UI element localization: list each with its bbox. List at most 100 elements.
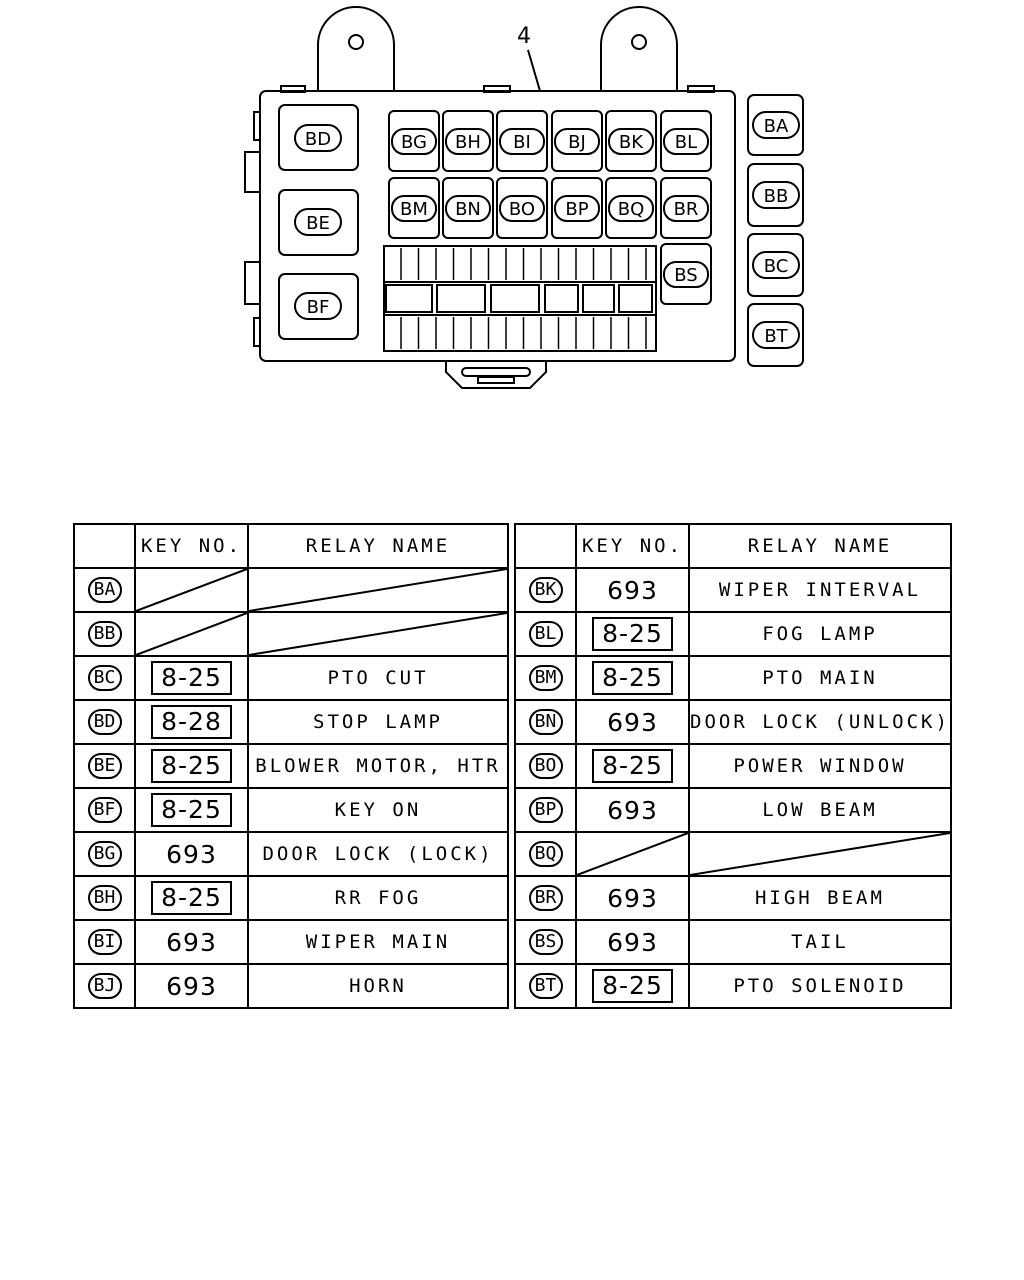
label-bs: BS	[674, 265, 697, 286]
key-no-cell: 8-25	[134, 875, 249, 921]
mounting-ear-right	[600, 6, 678, 91]
key-no: 693	[607, 927, 658, 957]
key-no: 693	[607, 883, 658, 913]
callout-number: 4	[517, 24, 531, 49]
label-bc: BC	[764, 256, 789, 277]
table-row: BM 8-25 PTO MAIN	[514, 655, 952, 701]
relay-name: HORN	[349, 975, 407, 997]
mounting-ear-left	[317, 6, 395, 91]
header-key-no: KEY NO.	[134, 523, 249, 569]
key-no: 8-25	[592, 661, 673, 695]
key-no: 8-25	[151, 749, 232, 783]
relay-code-cell: BC	[73, 655, 136, 701]
relay-code: BH	[87, 885, 122, 911]
key-no: 8-25	[151, 793, 232, 827]
relay-name-cell: HORN	[247, 963, 509, 1009]
key-no: 693	[607, 575, 658, 605]
relay-box-body	[259, 90, 736, 362]
relay-code-cell: BM	[514, 655, 577, 701]
relay-code-cell: BS	[514, 919, 577, 965]
relay-name-cell: FOG LAMP	[688, 611, 952, 657]
relay-code: BK	[528, 577, 563, 603]
empty-slot-diagonal	[136, 613, 247, 655]
key-no: 693	[607, 707, 658, 737]
fuse-block	[383, 245, 657, 352]
relay-name: BLOWER MOTOR, HTR	[255, 755, 501, 777]
relay-name: TAIL	[791, 931, 849, 953]
relay-code-cell: BA	[73, 567, 136, 613]
relay-code-cell: BH	[73, 875, 136, 921]
key-no: 693	[166, 971, 217, 1001]
relay-name-cell: DOOR LOCK (LOCK)	[247, 831, 509, 877]
relay-code-cell: BG	[73, 831, 136, 877]
key-no-cell: 8-25	[575, 655, 690, 701]
table-row: BS 693 TAIL	[514, 919, 952, 965]
relay-name-cell	[247, 611, 509, 657]
key-no: 8-25	[592, 969, 673, 1003]
header-key-no: KEY NO.	[575, 523, 690, 569]
relay-code: BF	[87, 797, 122, 823]
label-bp: BP	[565, 199, 588, 220]
relay-code-cell: BR	[514, 875, 577, 921]
relay-name-cell: PTO MAIN	[688, 655, 952, 701]
relay-name: HIGH BEAM	[754, 887, 885, 909]
table-row: BB	[73, 611, 509, 657]
relay-code-cell: BN	[514, 699, 577, 745]
relay-code-cell: BK	[514, 567, 577, 613]
table-row: BE 8-25 BLOWER MOTOR, HTR	[73, 743, 509, 789]
header-relay-name: RELAY NAME	[247, 523, 509, 569]
relay-name-cell: POWER WINDOW	[688, 743, 952, 789]
relay-name-cell: BLOWER MOTOR, HTR	[247, 743, 509, 789]
relay-code-cell: BT	[514, 963, 577, 1009]
key-no: 8-25	[151, 881, 232, 915]
label-bb: BB	[764, 186, 789, 207]
table-row: BG 693 DOOR LOCK (LOCK)	[73, 831, 509, 877]
relay-name-cell: WIPER INTERVAL	[688, 567, 952, 613]
key-no-cell: 8-25	[575, 611, 690, 657]
relay-name: POWER WINDOW	[733, 755, 907, 777]
table-row: BQ	[514, 831, 952, 877]
key-no: 693	[607, 795, 658, 825]
label-bt: BT	[764, 326, 788, 347]
key-no-cell	[134, 611, 249, 657]
key-no-cell: 693	[575, 699, 690, 745]
key-no-cell: 8-25	[575, 963, 690, 1009]
header-code	[73, 523, 136, 569]
empty-slot-diagonal	[249, 613, 507, 655]
key-no-cell: 693	[134, 831, 249, 877]
relay-name-cell: STOP LAMP	[247, 699, 509, 745]
relay-code: BN	[528, 709, 563, 735]
table-row: BK 693 WIPER INTERVAL	[514, 567, 952, 613]
relay-code-cell: BP	[514, 787, 577, 833]
key-no: 8-25	[592, 749, 673, 783]
relay-code: BR	[528, 885, 563, 911]
relay-code: BC	[87, 665, 122, 691]
relay-code-cell: BB	[73, 611, 136, 657]
relay-code: BS	[528, 929, 563, 955]
relay-code-cell: BF	[73, 787, 136, 833]
relay-name: FOG LAMP	[762, 623, 878, 645]
empty-slot-diagonal	[577, 833, 688, 875]
relay-code: BQ	[528, 841, 563, 867]
relay-name: PTO MAIN	[762, 667, 878, 689]
key-no-cell	[134, 567, 249, 613]
relay-code: BA	[87, 577, 122, 603]
relay-code-cell: BQ	[514, 831, 577, 877]
relay-name-cell: KEY ON	[247, 787, 509, 833]
relay-name: WIPER MAIN	[305, 931, 451, 953]
label-bn: BN	[455, 199, 481, 220]
relay-code-cell: BL	[514, 611, 577, 657]
key-no-cell: 693	[575, 787, 690, 833]
relay-name: DOOR LOCK (UNLOCK)	[690, 711, 950, 733]
label-be: BE	[306, 213, 330, 234]
label-bq: BQ	[618, 199, 645, 220]
label-bo: BO	[509, 199, 535, 220]
relay-code-cell: BE	[73, 743, 136, 789]
relay-name: WIPER INTERVAL	[718, 579, 922, 601]
key-no-cell: 693	[575, 875, 690, 921]
key-no: 693	[166, 839, 217, 869]
relay-name-cell: WIPER MAIN	[247, 919, 509, 965]
